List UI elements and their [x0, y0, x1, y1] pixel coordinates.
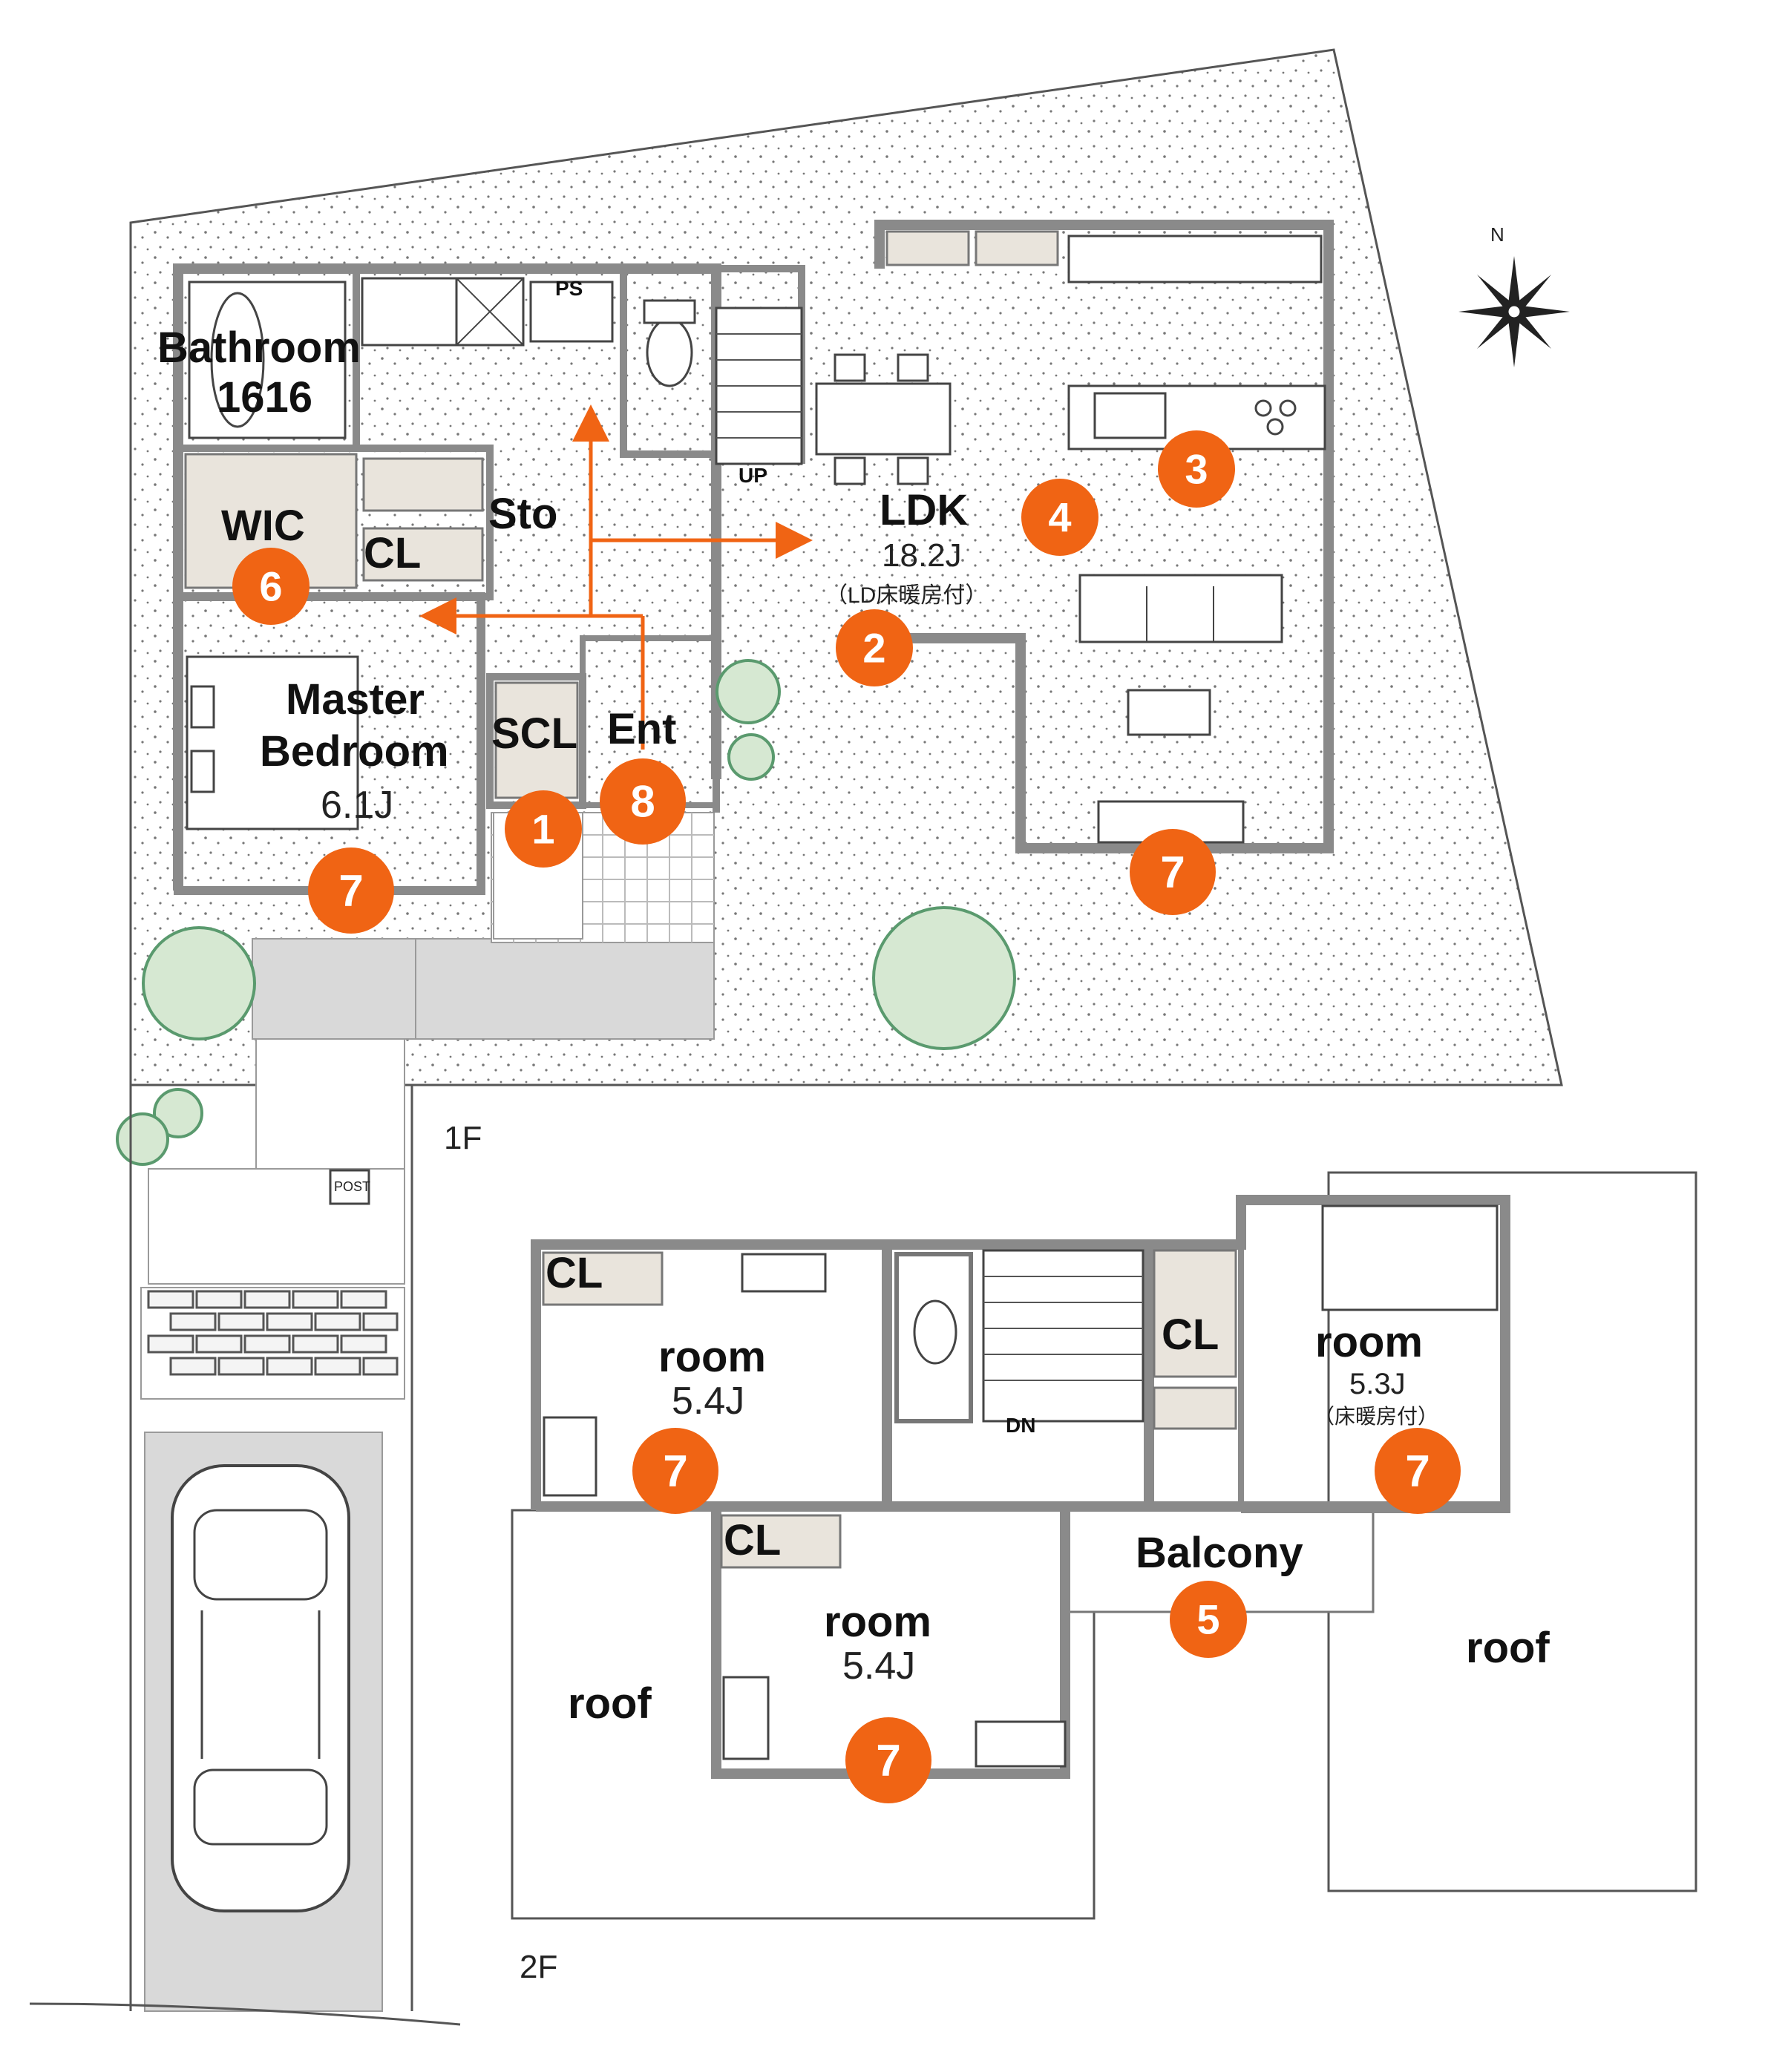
room-label-ent: Ent — [607, 705, 676, 753]
svg-text:7: 7 — [1405, 1446, 1430, 1496]
compass-icon: N — [1458, 223, 1570, 367]
room-label-wic: WIC — [221, 502, 305, 550]
tree — [153, 1088, 203, 1138]
car-icon — [171, 1464, 350, 1912]
toilet-1f — [646, 318, 693, 387]
cabinet — [975, 230, 1059, 266]
house-walls-1f — [173, 220, 1334, 895]
balcony-label: Balcony — [1136, 1529, 1303, 1577]
cabinet — [885, 230, 970, 266]
room-label-room-c: room — [824, 1598, 931, 1646]
badges: 1 2 3 4 5 6 7 7 7 7 7 8 — [232, 430, 1461, 1803]
master-size-label: 6.1J — [321, 784, 393, 827]
badge-1: 1 — [505, 790, 582, 868]
room-a-size-label: 5.4J — [672, 1380, 744, 1423]
post-label: POST — [334, 1179, 370, 1194]
ps-label: PS — [555, 277, 583, 300]
room-b-size-label: 5.3J — [1349, 1368, 1406, 1400]
svg-text:1: 1 — [531, 806, 554, 853]
trees — [116, 659, 1016, 1166]
kitchen-back-counter — [1067, 235, 1323, 283]
bathroom-size-label: 1616 — [217, 373, 312, 422]
room-label-cl-b: CL — [1162, 1311, 1219, 1359]
svg-text:6: 6 — [259, 563, 282, 610]
roof-left-label: roof — [568, 1679, 652, 1728]
coffee-table — [1127, 689, 1211, 736]
cl-closet-c — [720, 1514, 842, 1569]
room-label-cl-c: CL — [724, 1516, 781, 1564]
floor-label-2f: 2F — [520, 1949, 557, 1985]
ldk-size-label: 18.2J — [882, 537, 962, 574]
driveway-paving — [252, 938, 715, 1040]
master-bed — [186, 655, 359, 830]
room-label-sto: Sto — [488, 490, 557, 538]
badge-7-ldk: 7 — [1130, 829, 1216, 915]
ldk-note-label: （LD床暖房付） — [825, 583, 987, 608]
badge-4: 4 — [1021, 479, 1098, 556]
dining-table — [815, 382, 952, 456]
floor-label-1f: 1F — [444, 1120, 482, 1156]
room-label-bathroom: Bathroom — [157, 324, 361, 372]
room-label-master-2: Bedroom — [260, 727, 449, 776]
room-label-cl-a: CL — [546, 1249, 603, 1297]
svg-text:5: 5 — [1196, 1596, 1219, 1643]
dn-label: DN — [1006, 1414, 1035, 1437]
cl-closet-b — [1153, 1249, 1237, 1378]
room-label-room-b: room — [1315, 1318, 1423, 1366]
roof-left — [511, 1509, 1096, 1920]
room-label-scl: SCL — [491, 709, 577, 758]
tree — [727, 733, 775, 781]
stairs-2f — [982, 1249, 1144, 1423]
badge-7-room-a: 7 — [632, 1428, 718, 1514]
svg-text:7: 7 — [663, 1446, 687, 1496]
tree — [872, 906, 1016, 1050]
room-c-size-label: 5.4J — [842, 1645, 915, 1688]
badge-8: 8 — [600, 758, 686, 845]
room-b-note-label: （床暖房付） — [1314, 1405, 1438, 1428]
scl-closet — [494, 681, 579, 799]
approach-and-parking — [29, 1038, 461, 2026]
badge-7-room-b: 7 — [1375, 1428, 1461, 1514]
room-label-master-1: Master — [286, 675, 425, 724]
circulation-arrows — [419, 404, 813, 750]
room-label-ldk: LDK — [880, 486, 968, 534]
badge-6: 6 — [232, 548, 310, 625]
svg-text:7: 7 — [1160, 848, 1185, 897]
badge-5: 5 — [1170, 1581, 1247, 1658]
bed-room-b — [1321, 1204, 1499, 1311]
room-label-cl: CL — [364, 529, 421, 577]
badge-7-room-c: 7 — [845, 1717, 931, 1803]
labels: Bathroom 1616 PS WIC CL Sto UP LDK 18.2J… — [157, 277, 1550, 1985]
sink — [529, 281, 614, 343]
room-label-room-a: room — [658, 1333, 766, 1381]
toilet-2f — [913, 1299, 957, 1365]
svg-text:2: 2 — [862, 625, 885, 672]
cl-closet-a — [542, 1251, 664, 1306]
cl-closet — [362, 527, 484, 582]
wic-closet — [184, 453, 358, 589]
svg-text:3: 3 — [1185, 446, 1208, 493]
tree — [715, 659, 781, 724]
fixtures-1f — [184, 230, 1326, 940]
sofa — [1078, 574, 1283, 643]
floor-2f — [511, 1171, 1697, 1920]
roof-right-label: roof — [1466, 1624, 1550, 1672]
up-label: UP — [739, 464, 767, 487]
badge-7-master: 7 — [308, 848, 394, 934]
svg-text:4: 4 — [1048, 494, 1071, 541]
approach-tiles — [255, 1038, 405, 1170]
svg-text:8: 8 — [630, 777, 655, 827]
svg-text:7: 7 — [876, 1736, 900, 1786]
tree — [142, 926, 256, 1040]
compass-north-label: N — [1490, 223, 1504, 246]
tree — [116, 1112, 169, 1166]
badge-2: 2 — [836, 609, 913, 686]
svg-text:7: 7 — [338, 866, 363, 916]
badge-3: 3 — [1158, 430, 1235, 508]
